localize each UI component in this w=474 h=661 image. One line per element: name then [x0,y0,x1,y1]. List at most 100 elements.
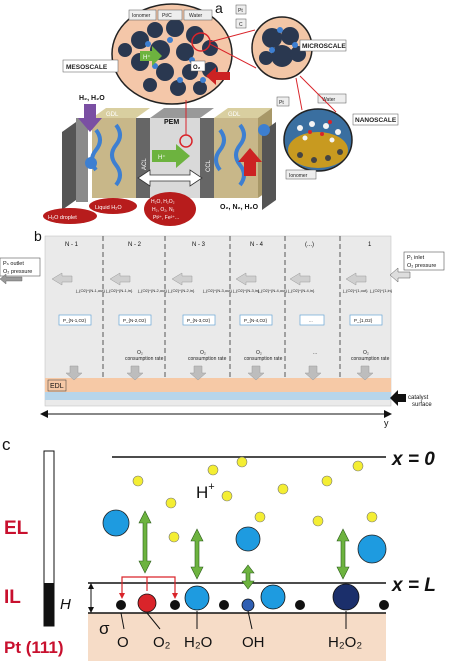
o2-label-meso: O₂ [193,65,201,71]
outlet-arrow [0,273,23,285]
outlet-line-2: O₂ pressure [3,269,32,275]
svg-text:O₂: O₂ [200,350,206,356]
svg-text:O₂: O₂ [363,350,369,356]
red-bracket [121,576,176,597]
catalyst-line-1: catalyst [408,395,429,401]
flow-arrows [51,272,367,286]
pt111-label: Pt (111) [4,638,64,657]
pressure-box: P_{N-4,O2} [244,318,268,323]
species-double-arrow [137,169,203,187]
panel-b-diagram: EDL N - 1 N - 2 N - 3 N - 4 (...) 1 j_{O… [0,235,445,428]
green-double-arrows [138,510,350,590]
panel-c-letter: c [2,435,11,454]
edl-label: EDL [50,383,64,390]
column-header: N - 1 [65,242,79,248]
consumption-arrows [65,365,374,381]
microscale-circle [251,16,313,80]
column-header: 1 [368,242,372,248]
pt-label-micro: Pt [238,8,243,14]
species-label-o: O [117,634,129,651]
h2-h2o-label: H₂, H₂O [79,95,105,102]
o2-red-arrow [206,67,230,85]
column-header: N - 3 [192,242,206,248]
il-column-bar [44,583,54,626]
catalyst-line-2: surface [412,402,432,408]
svg-text:consumption rate: consumption rate [351,356,390,362]
column-header: N - 4 [250,242,264,248]
column-header: N - 2 [128,242,142,248]
panel-a-diagram: MESOSCALE Ionomer Pt/C Water H⁺ O₂ Pt C … [43,3,399,226]
pem-label: PEM [164,119,179,126]
acl-label: ACL [142,158,148,170]
ccl-label: CCL [206,159,212,172]
species-pointer-lines [120,610,347,630]
pressure-box: P_{N-2,O2} [123,318,147,323]
h-thickness-label: H [60,596,71,613]
pressure-boxes: P_{N-1,O2} P_{N-2,O2} P_{N-3,O2} P_{N-4,… [58,314,383,326]
svg-text:O₂: O₂ [137,350,143,356]
hplus-cell-arrow [152,144,190,168]
flux-out-label: j_{O2}^{N-1,out} [75,288,105,293]
il-label: IL [4,587,21,608]
inlet-line-2: O₂ pressure [407,263,436,269]
pressure-box: P_{N-1,O2} [63,318,87,323]
flux-in-label: j_{O2}^{N-1,in} [105,288,133,293]
flux-in-label: j_{O2}^{N-4,in} [287,288,315,293]
mesoscale-circle [111,3,233,105]
sigma-label: σ [99,619,110,638]
solvated-circles [102,509,387,564]
mesoscale-label: MESOSCALE [66,64,108,71]
column-header: (...) [305,242,314,248]
ionomer-label: Ionomer [132,13,151,19]
hplus-label-meso: H⁺ [143,54,151,61]
water-label-nano: Water [322,97,335,103]
h2-inlet-arrow [78,104,102,132]
h2o-droplet-label: H₂O droplet [48,215,77,221]
flux-in-label: j_{O2}^{1,in} [369,288,393,293]
xL-label: x = L [391,575,436,596]
x0-label: x = 0 [391,449,435,470]
flux-out-label: j_{O2}^{N-4,out} [257,288,287,293]
species-line-3: Pt²⁺, Fe²⁺... [153,215,179,221]
inlet-arrow [389,267,411,283]
panel-c-diagram: x = 0 x = L H+ EL IL Pt (111) H σ O O₂ H… [4,449,436,661]
flux-in-label: j_{O2}^{N-3,in} [232,288,260,293]
ionomer-label-nano: Ionomer [289,173,308,179]
flux-labels: j_{O2}^{N-1,out} j_{O2}^{N-1,in} j_{O2}^… [75,288,393,293]
svg-text:O₂: O₂ [256,350,262,356]
hplus-label: H+ [196,481,215,502]
species-label-oh: OH [242,634,265,651]
o2-inlet-arrow [238,148,262,176]
panel-a-letter: a [215,0,223,16]
o2-n2-h2o-label: O₂, N₂, H₂O [220,204,259,211]
inlet-line-1: P₁ inlet [407,255,425,261]
flux-out-label: j_{O2}^{1,out} [342,288,368,293]
catalyst-arrow [390,390,406,406]
svg-text:consumption rate: consumption rate [125,356,164,362]
svg-text:consumption rate: consumption rate [188,356,227,362]
flux-out-label: j_{O2}^{N-3,out} [202,288,232,293]
species-line-2: H₂, O₂, N₂ [152,207,175,213]
el-label: EL [4,518,29,539]
species-label-h2o2: H₂O₂ [328,634,362,651]
panel-b-letter: b [34,228,42,244]
pressure-box: ... [309,318,313,323]
flux-in-label: j_{O2}^{N-2,in} [167,288,195,293]
microscale-label: MICROSCALE [302,43,346,50]
nanoscale-circle [283,108,353,172]
nanoscale-label: NANOSCALE [355,117,397,124]
column-headers: N - 1 N - 2 N - 3 N - 4 (...) 1 [65,242,372,248]
gdl-left-label: GDL [106,112,119,118]
pt-label-nano: Pt [279,100,284,106]
proton-circles [132,456,378,543]
y-axis-label: y [384,418,389,428]
svg-text:...: ... [313,350,317,356]
ptc-label: Pt/C [162,13,172,19]
hplus-green-arrow [140,46,162,66]
species-label-o2: O₂ [153,634,171,651]
water-label: Water [189,13,202,19]
consumption-labels: O₂ consumption rate O₂ consumption rate … [125,350,390,362]
svg-text:consumption rate: consumption rate [244,356,283,362]
hplus-label-cell: H⁺ [158,154,166,161]
il-species [116,583,389,613]
